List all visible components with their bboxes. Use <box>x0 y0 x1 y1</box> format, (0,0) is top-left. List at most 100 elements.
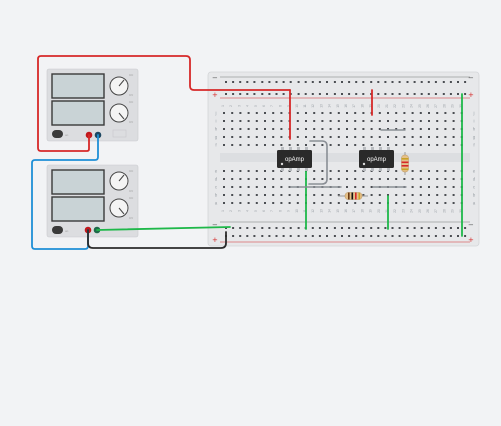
breadboard-hole[interactable] <box>337 170 340 172</box>
breadboard-hole[interactable] <box>370 202 373 204</box>
breadboard-hole[interactable] <box>362 202 365 204</box>
breadboard-hole[interactable] <box>246 81 249 83</box>
breadboard-hole[interactable] <box>391 227 394 229</box>
breadboard-hole[interactable] <box>329 128 332 130</box>
breadboard-hole[interactable] <box>362 235 365 237</box>
breadboard-hole[interactable] <box>419 170 422 172</box>
breadboard-hole[interactable] <box>329 170 332 172</box>
breadboard-hole[interactable] <box>428 170 430 172</box>
breadboard-hole[interactable] <box>275 227 278 229</box>
breadboard-hole[interactable] <box>384 81 387 83</box>
breadboard-hole[interactable] <box>362 178 365 180</box>
breadboard-hole[interactable] <box>434 235 437 237</box>
gray-wire[interactable] <box>308 140 328 185</box>
breadboard-hole[interactable] <box>264 170 266 172</box>
breadboard-hole[interactable] <box>346 202 348 204</box>
breadboard-hole[interactable] <box>436 194 439 196</box>
breadboard-hole[interactable] <box>398 235 401 237</box>
breadboard-hole[interactable] <box>434 227 437 229</box>
breadboard-hole[interactable] <box>420 93 423 95</box>
breadboard-hole[interactable] <box>223 144 225 146</box>
breadboard-hole[interactable] <box>370 227 373 229</box>
breadboard-hole[interactable] <box>239 136 242 138</box>
breadboard-hole[interactable] <box>444 128 447 130</box>
breadboard-hole[interactable] <box>411 136 414 138</box>
breadboard-hole[interactable] <box>297 81 300 83</box>
breadboard-hole[interactable] <box>378 120 381 122</box>
breadboard-hole[interactable] <box>436 120 439 122</box>
breadboard-hole[interactable] <box>225 227 227 229</box>
breadboard-hole[interactable] <box>246 227 249 229</box>
breadboard-hole[interactable] <box>313 144 316 146</box>
breadboard-hole[interactable] <box>232 93 235 95</box>
breadboard-hole[interactable] <box>378 144 381 146</box>
breadboard-hole[interactable] <box>452 128 455 130</box>
breadboard-hole[interactable] <box>261 235 264 237</box>
breadboard-hole[interactable] <box>261 227 264 229</box>
breadboard-hole[interactable] <box>411 186 414 188</box>
blue-wire[interactable] <box>31 134 99 250</box>
breadboard-hole[interactable] <box>253 235 256 237</box>
breadboard-hole[interactable] <box>384 227 387 229</box>
breadboard-hole[interactable] <box>305 136 307 138</box>
breadboard-hole[interactable] <box>442 227 445 229</box>
breadboard-hole[interactable] <box>348 93 351 95</box>
breadboard-hole[interactable] <box>289 235 292 237</box>
breadboard-hole[interactable] <box>337 178 340 180</box>
breadboard-hole[interactable] <box>223 194 225 196</box>
breadboard-hole[interactable] <box>377 235 380 237</box>
breadboard-hole[interactable] <box>406 235 409 237</box>
wires[interactable] <box>31 55 463 250</box>
breadboard-hole[interactable] <box>337 136 340 138</box>
breadboard-hole[interactable] <box>297 227 300 229</box>
breadboard-hole[interactable] <box>370 136 373 138</box>
breadboard-hole[interactable] <box>311 93 314 95</box>
breadboard-hole[interactable] <box>280 144 283 146</box>
breadboard-hole[interactable] <box>239 170 242 172</box>
breadboard-hole[interactable] <box>411 120 414 122</box>
breadboard-hole[interactable] <box>452 136 455 138</box>
breadboard-hole[interactable] <box>452 178 455 180</box>
breadboard-hole[interactable] <box>420 81 423 83</box>
breadboard-hole[interactable] <box>321 136 324 138</box>
breadboard-hole[interactable] <box>387 136 389 138</box>
breadboard-hole[interactable] <box>355 81 358 83</box>
breadboard-hole[interactable] <box>329 202 332 204</box>
breadboard-hole[interactable] <box>362 81 365 83</box>
breadboard-hole[interactable] <box>442 235 445 237</box>
breadboard-hole[interactable] <box>239 120 242 122</box>
breadboard-hole[interactable] <box>305 128 307 130</box>
breadboard-hole[interactable] <box>329 120 332 122</box>
breadboard-hole[interactable] <box>413 93 416 95</box>
breadboard-hole[interactable] <box>419 136 422 138</box>
breadboard-hole[interactable] <box>247 186 250 188</box>
green-wire[interactable] <box>96 226 231 231</box>
breadboard-hole[interactable] <box>255 128 258 130</box>
breadboard-hole[interactable] <box>442 81 445 83</box>
breadboard-hole[interactable] <box>436 128 439 130</box>
breadboard-hole[interactable] <box>452 120 455 122</box>
breadboard-hole[interactable] <box>247 112 250 114</box>
breadboard-hole[interactable] <box>413 227 416 229</box>
breadboard-hole[interactable] <box>280 112 283 114</box>
breadboard-hole[interactable] <box>395 202 398 204</box>
breadboard-hole[interactable] <box>398 93 401 95</box>
breadboard-hole[interactable] <box>313 170 316 172</box>
breadboard-hole[interactable] <box>329 178 332 180</box>
breadboard-hole[interactable] <box>333 93 336 95</box>
breadboard-hole[interactable] <box>280 136 283 138</box>
breadboard-hole[interactable] <box>337 194 340 196</box>
breadboard-hole[interactable] <box>378 202 381 204</box>
breadboard-hole[interactable] <box>282 227 285 229</box>
breadboard-hole[interactable] <box>326 227 328 229</box>
resistor-vertical[interactable] <box>401 152 409 175</box>
breadboard-hole[interactable] <box>406 93 409 95</box>
breadboard-hole[interactable] <box>436 202 439 204</box>
breadboard-hole[interactable] <box>378 128 381 130</box>
breadboard-hole[interactable] <box>296 120 299 122</box>
breadboard-hole[interactable] <box>296 128 299 130</box>
breadboard-hole[interactable] <box>272 194 275 196</box>
breadboard-hole[interactable] <box>346 136 348 138</box>
breadboard-hole[interactable] <box>326 93 328 95</box>
